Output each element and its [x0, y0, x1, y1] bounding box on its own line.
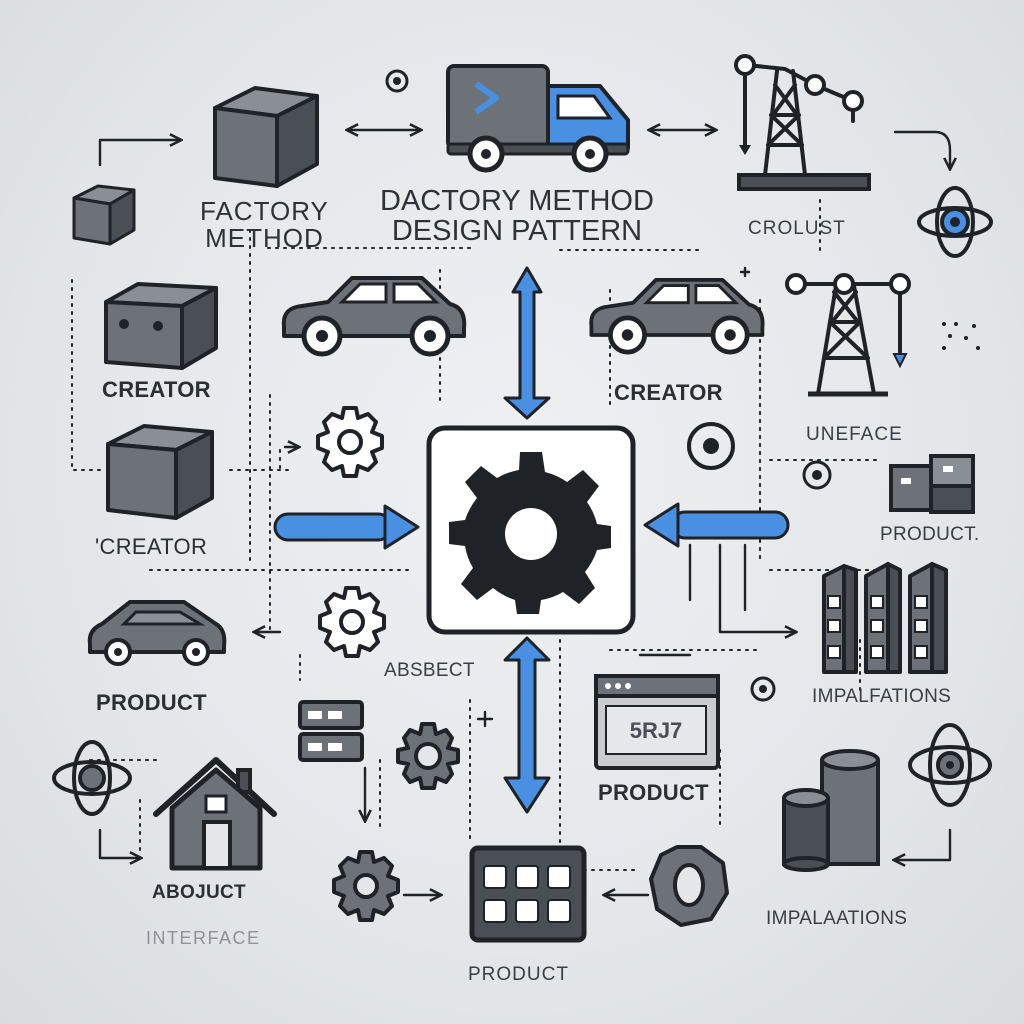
factory-method-line-1: FACTORY: [200, 196, 329, 226]
blue-arrow-vertical: [503, 636, 551, 814]
grid-panel-icon: [298, 700, 364, 762]
cylinder-icon: [782, 749, 880, 872]
arrow-connector: [718, 543, 795, 632]
gear-icon: [396, 722, 460, 790]
gear-icon: [332, 850, 400, 922]
abojuct-label-line-2: INTERFACE: [146, 928, 261, 948]
oil-derrick-icon: [785, 273, 911, 397]
browser-window-icon: 5RJ7: [594, 674, 720, 770]
target-icon: [385, 69, 409, 93]
blue-arrow-right-head: [383, 504, 420, 550]
arrow-connector: [893, 130, 950, 168]
sparkle-mark: [739, 266, 751, 278]
product-label-center-right: PRODUCT: [598, 780, 709, 805]
blue-arrow-left-shaft: [670, 510, 790, 540]
uneface-label: UNEFACE: [806, 424, 903, 445]
title-line-2: DESIGN PATTERN: [391, 215, 643, 248]
diagram-title: DACTORY METHOD DESIGN PATTERN: [380, 186, 654, 247]
target-icon: [687, 422, 735, 470]
arrow-connector: [98, 140, 180, 167]
product-label-right-top: PRODUCT.: [880, 524, 980, 545]
abojuct-label-line-1: ABOJUCT: [152, 882, 246, 903]
delivery-truck-icon: [446, 64, 630, 173]
impalations-label: IMPALAATIONS: [766, 908, 908, 929]
blue-arrow-right-shaft: [273, 512, 393, 542]
browser-text: 5RJ7: [630, 718, 683, 743]
cube-icon: [213, 86, 319, 188]
target-icon: [802, 460, 832, 490]
target-icon: [750, 676, 776, 702]
factory-method-line-2: METHOD: [205, 223, 324, 254]
product-label-bottom: PRODUCT: [468, 964, 569, 985]
grid-panel-icon: [469, 845, 587, 943]
crolust-label: CROLUST: [748, 218, 846, 239]
impalfations-label: IMPALFATIONS: [812, 686, 952, 707]
dotted-guide: [71, 279, 101, 471]
nut-icon: [649, 845, 729, 927]
car-icon: [87, 600, 227, 666]
house-icon: [153, 757, 277, 871]
orbit-eye-icon: [917, 186, 993, 258]
cube-icon: [104, 282, 218, 370]
car-icon: [281, 276, 467, 357]
product-boxes-icon: [889, 454, 975, 514]
factory-method-label: FACTORY METHOD: [200, 196, 329, 254]
creator-label-right: CREATOR: [614, 380, 723, 405]
gear-icon: [318, 586, 386, 658]
blue-arrow-left-head: [643, 502, 680, 548]
central-gear-panel: [426, 425, 636, 635]
title-line-1: DACTORY METHOD: [380, 185, 654, 217]
bar-columns-icon: [822, 562, 948, 674]
product-label-left: PRODUCT: [96, 690, 207, 715]
sparkle-mark: [476, 710, 494, 728]
creator-label-mid: 'CREATOR: [95, 534, 208, 559]
creator-label-top: CREATOR: [102, 377, 211, 402]
orbit-eye-icon: [908, 723, 992, 807]
orbit-eye-icon: [52, 740, 132, 816]
cube-icon: [72, 184, 136, 246]
arrow-connector: [98, 828, 140, 858]
cube-icon: [106, 424, 214, 520]
absbject-label: ABSBECT: [384, 660, 475, 681]
car-icon: [589, 278, 765, 355]
gear-icon: [316, 406, 384, 478]
blue-arrow-down: [503, 266, 551, 420]
oil-derrick-icon: [734, 54, 871, 191]
arrow-connector: [895, 828, 952, 860]
dot-cluster: [942, 322, 980, 350]
